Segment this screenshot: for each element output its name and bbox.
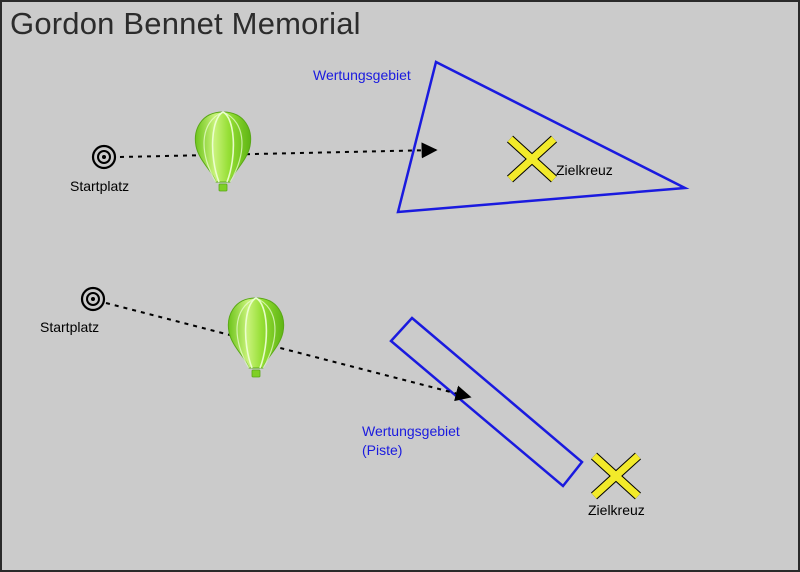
top-zone-label: Wertungsgebiet xyxy=(313,67,411,83)
bottom-target-label: Zielkreuz xyxy=(588,502,645,518)
bottom-zone-label-line1: Wertungsgebiet xyxy=(362,423,460,439)
bottom-scenario: Startplatz Wertungsgebiet (Piste) Zielkr… xyxy=(40,286,645,518)
bottom-start-label: Startplatz xyxy=(40,319,99,335)
target-cross-icon xyxy=(510,139,554,179)
bottom-scoring-lane xyxy=(389,316,584,488)
top-start-label: Startplatz xyxy=(70,178,129,194)
top-scoring-zone xyxy=(396,60,690,214)
top-flight-path xyxy=(119,142,438,159)
start-target-icon xyxy=(91,144,117,170)
bottom-zone-label-line2: (Piste) xyxy=(362,442,402,458)
start-target-icon xyxy=(80,286,106,312)
top-scenario: Wertungsgebiet Startplatz Zielkreuz xyxy=(70,60,690,214)
diagram-title: Gordon Bennet Memorial xyxy=(10,6,361,41)
target-cross-icon xyxy=(594,456,638,496)
hot-air-balloon-icon xyxy=(194,111,252,192)
bottom-flight-path xyxy=(105,302,472,402)
top-target-label: Zielkreuz xyxy=(556,162,613,178)
hot-air-balloon-icon xyxy=(227,297,285,378)
